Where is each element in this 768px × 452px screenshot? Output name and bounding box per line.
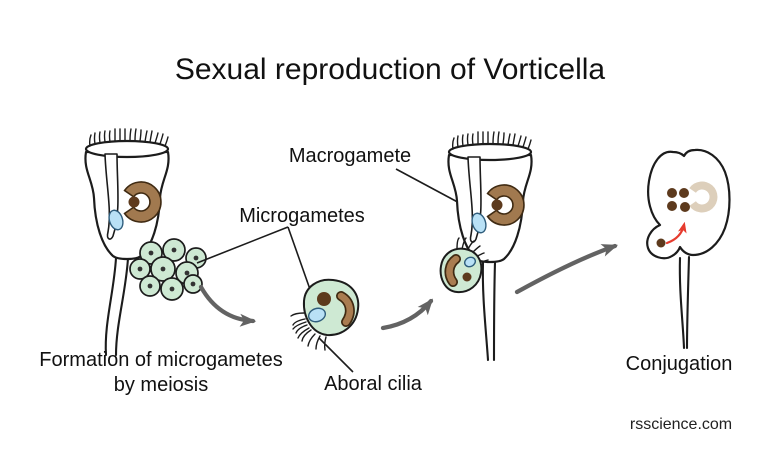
conjugation-cell <box>646 148 731 350</box>
flow-arrow-3 <box>514 243 619 295</box>
label-microgametes: Microgametes <box>239 205 365 227</box>
microgamete-cluster <box>129 238 207 301</box>
label-formation: Formation of microgametes by meiosis <box>39 349 282 396</box>
stalk <box>492 260 497 362</box>
contractile-vacuole <box>307 307 327 323</box>
nucleus-transfer-arrow <box>665 221 687 245</box>
vorticella-parent-cell <box>84 127 170 357</box>
degenerating-macronucleus <box>689 181 718 213</box>
micronucleus-dot <box>317 292 331 306</box>
vorticella-body <box>84 127 170 261</box>
formation-line1: Formation of microgametes <box>39 349 282 371</box>
flow-arrow-1 <box>198 284 257 327</box>
stalk <box>104 256 118 357</box>
aboral-cilia-pointer-line <box>318 337 354 373</box>
attached-microgamete-cell <box>439 247 483 294</box>
stalk <box>685 255 691 350</box>
macrogamete-pointer-line <box>395 168 466 207</box>
stalk <box>114 256 130 357</box>
nucleus-dot <box>679 188 689 198</box>
page-title: Sexual reproduction of Vorticella <box>175 53 606 86</box>
watermark: rsscience.com <box>630 416 732 433</box>
free-microgamete-cell <box>290 278 360 351</box>
microgametes-pointer-line <box>287 226 313 296</box>
micronucleus-dot <box>462 272 472 282</box>
label-conjugation: Conjugation <box>626 353 733 375</box>
vorticella-with-attached-microgamete <box>439 130 533 362</box>
nucleus-dot <box>667 201 677 211</box>
microgametes-pointer-line <box>196 226 289 264</box>
contractile-vacuole <box>463 256 477 268</box>
nucleus-dot <box>667 188 677 198</box>
vorticella-body <box>447 130 533 264</box>
attached-cell-cilia-icon <box>456 237 489 264</box>
nucleus-dot <box>680 202 690 212</box>
label-aboral-cilia: Aboral cilia <box>324 373 423 395</box>
label-macrogamete: Macrogamete <box>289 145 411 167</box>
flow-arrow-2 <box>380 298 434 331</box>
formation-line2: by meiosis <box>114 374 208 396</box>
stalk <box>678 256 686 350</box>
migrating-nucleus-dot <box>656 238 666 248</box>
stalk <box>481 260 490 362</box>
